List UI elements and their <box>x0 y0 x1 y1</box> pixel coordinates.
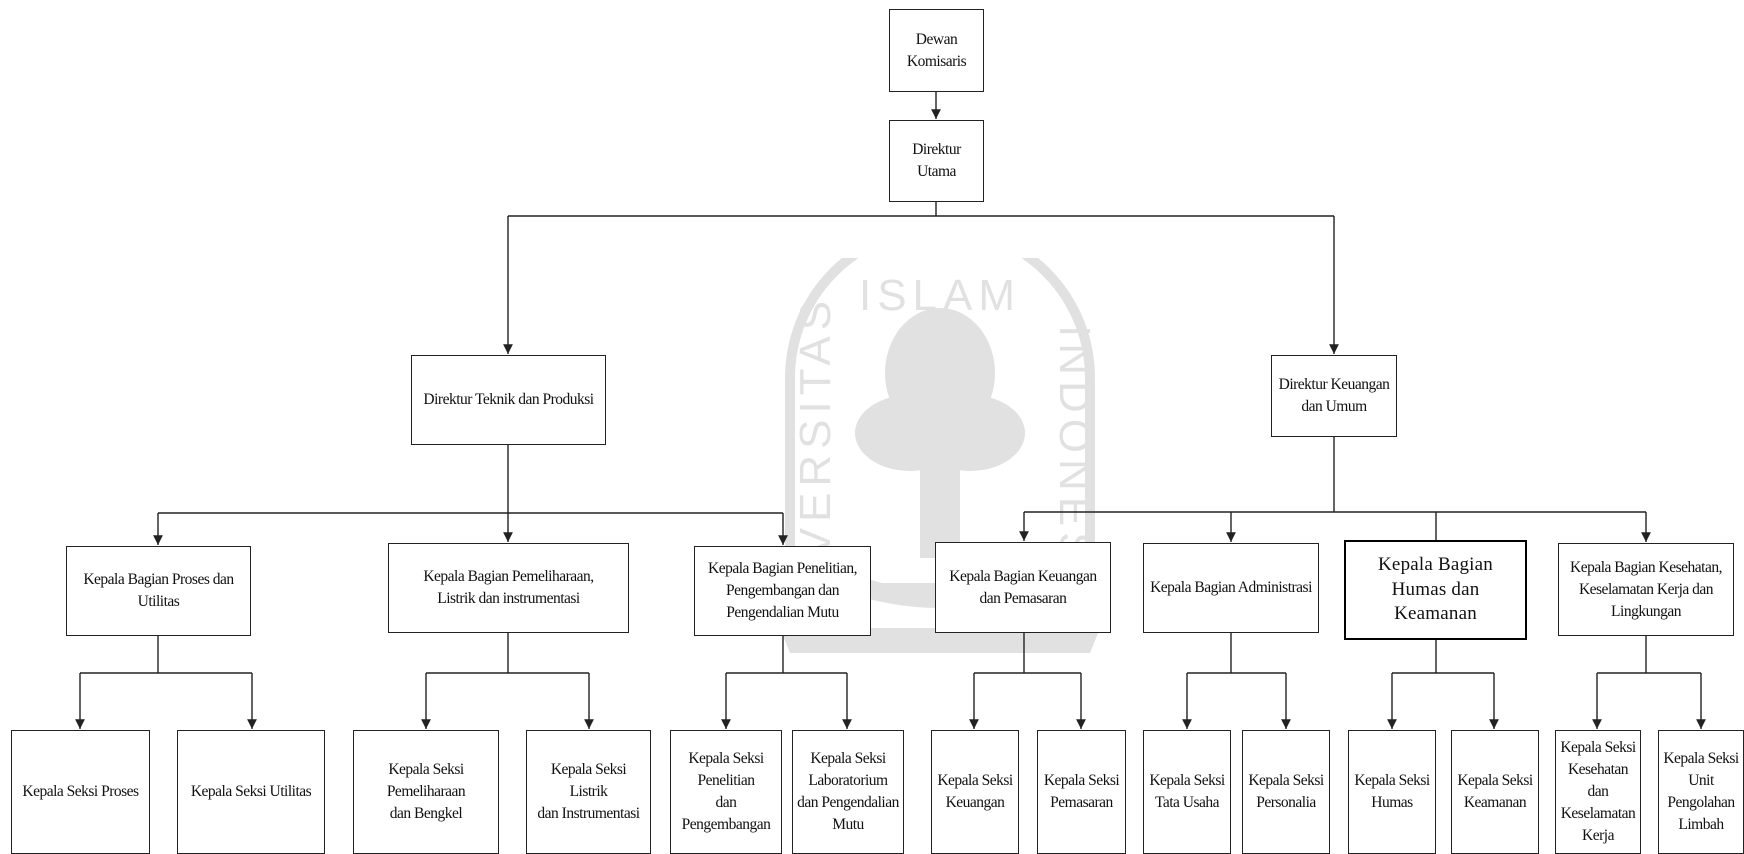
kasi-proses-label: Kepala Seksi Proses <box>22 783 139 800</box>
kasi-kesehatan-box: Kepala Seksi Kesehatan dan Keselamatan K… <box>1555 730 1641 854</box>
kasi-utilitas-label: Kepala Seksi Utilitas <box>190 783 312 800</box>
kasi-proses-box: Kepala Seksi Proses <box>11 730 150 854</box>
kasi-keuangan-box: Kepala Seksi Keuangan <box>931 730 1019 854</box>
direktur-keuangan-box: Direktur Keuangan dan Umum <box>1271 355 1397 437</box>
direktur-utama-box: Direktur Utama <box>889 120 984 202</box>
dewan-komisaris-box: Dewan Komisaris <box>889 9 984 92</box>
kasi-keamanan-label: Kepala Seksi Keamanan <box>1457 772 1533 811</box>
university-seal-watermark: ISLAM UNIVERSITAS INDONESIA <box>770 223 1110 698</box>
kasi-kesehatan-label: Kepala Seksi Kesehatan dan Keselamatan K… <box>1560 739 1636 844</box>
kabag-proses-box: Kepala Bagian Proses dan Utilitas <box>66 546 251 636</box>
direktur-teknik-box: Direktur Teknik dan Produksi <box>411 355 606 445</box>
kasi-penelitian-label: Kepala Seksi Penelitian dan Pengembangan <box>681 750 771 833</box>
kasi-pemasaran-box: Kepala Seksi Pemasaran <box>1037 730 1126 854</box>
direktur-teknik-label: Direktur Teknik dan Produksi <box>423 391 594 408</box>
kasi-limbah-box: Kepala Seksi Unit Pengolahan Limbah <box>1658 730 1744 854</box>
kabag-humas-label: Kepala Bagian Humas dan Keamanan <box>1378 553 1493 625</box>
kasi-personalia-label: Kepala Seksi Personalia <box>1248 772 1324 811</box>
kabag-penelitian-label: Kepala Bagian Penelitian, Pengembangan d… <box>708 560 857 621</box>
kasi-humas-box: Kepala Seksi Humas <box>1348 730 1436 854</box>
kabag-penelitian-box: Kepala Bagian Penelitian, Pengembangan d… <box>694 546 871 636</box>
kasi-limbah-label: Kepala Seksi Unit Pengolahan Limbah <box>1663 750 1739 833</box>
kasi-listrik-box: Kepala Seksi Listrik dan Instrumentasi <box>526 730 651 854</box>
kabag-pemeliharaan-label: Kepala Bagian Pemeliharaan, Listrik dan … <box>423 568 594 607</box>
kasi-pemeliharaan-box: Kepala Seksi Pemeliharaan dan Bengkel <box>353 730 499 854</box>
kabag-administrasi-box: Kepala Bagian Administrasi <box>1143 543 1319 633</box>
watermark-top-text: ISLAM <box>859 271 1021 320</box>
university-seal-icon: ISLAM UNIVERSITAS INDONESIA <box>780 223 1100 653</box>
kabag-humas-box: Kepala Bagian Humas dan Keamanan <box>1344 540 1527 640</box>
kasi-personalia-box: Kepala Seksi Personalia <box>1242 730 1330 854</box>
kabag-keuangan-label: Kepala Bagian Keuangan dan Pemasaran <box>949 567 1097 607</box>
dewan-komisaris-label: Dewan Komisaris <box>906 30 967 70</box>
kasi-penelitian-box: Kepala Seksi Penelitian dan Pengembangan <box>670 730 782 854</box>
kabag-keuangan-box: Kepala Bagian Keuangan dan Pemasaran <box>935 542 1111 633</box>
kasi-pemeliharaan-label: Kepala Seksi Pemeliharaan dan Bengkel <box>386 761 466 822</box>
kabag-k3-label: Kepala Bagian Kesehatan, Keselamatan Ker… <box>1570 558 1722 620</box>
kasi-pemasaran-label: Kepala Seksi Pemasaran <box>1043 772 1120 811</box>
kasi-tata-usaha-box: Kepala Seksi Tata Usaha <box>1143 730 1231 854</box>
kasi-tata-usaha-label: Kepala Seksi Tata Usaha <box>1149 772 1225 811</box>
kasi-utilitas-box: Kepala Seksi Utilitas <box>177 730 325 854</box>
kasi-humas-label: Kepala Seksi Humas <box>1354 772 1430 811</box>
kasi-keuangan-label: Kepala Seksi Keuangan <box>937 772 1013 811</box>
direktur-keuangan-label: Direktur Keuangan dan Umum <box>1278 376 1390 415</box>
kabag-proses-label: Kepala Bagian Proses dan Utilitas <box>83 571 234 610</box>
direktur-utama-label: Direktur Utama <box>912 141 961 180</box>
kabag-administrasi-label: Kepala Bagian Administrasi <box>1150 579 1312 596</box>
kabag-pemeliharaan-box: Kepala Bagian Pemeliharaan, Listrik dan … <box>388 543 629 633</box>
kasi-laboratorium-label: Kepala Seksi Laboratorium dan Pengendali… <box>797 750 899 833</box>
kasi-laboratorium-box: Kepala Seksi Laboratorium dan Pengendali… <box>792 730 904 854</box>
kasi-keamanan-box: Kepala Seksi Keamanan <box>1451 730 1539 854</box>
kabag-k3-box: Kepala Bagian Kesehatan, Keselamatan Ker… <box>1558 543 1734 636</box>
kasi-listrik-label: Kepala Seksi Listrik dan Instrumentasi <box>537 761 640 822</box>
